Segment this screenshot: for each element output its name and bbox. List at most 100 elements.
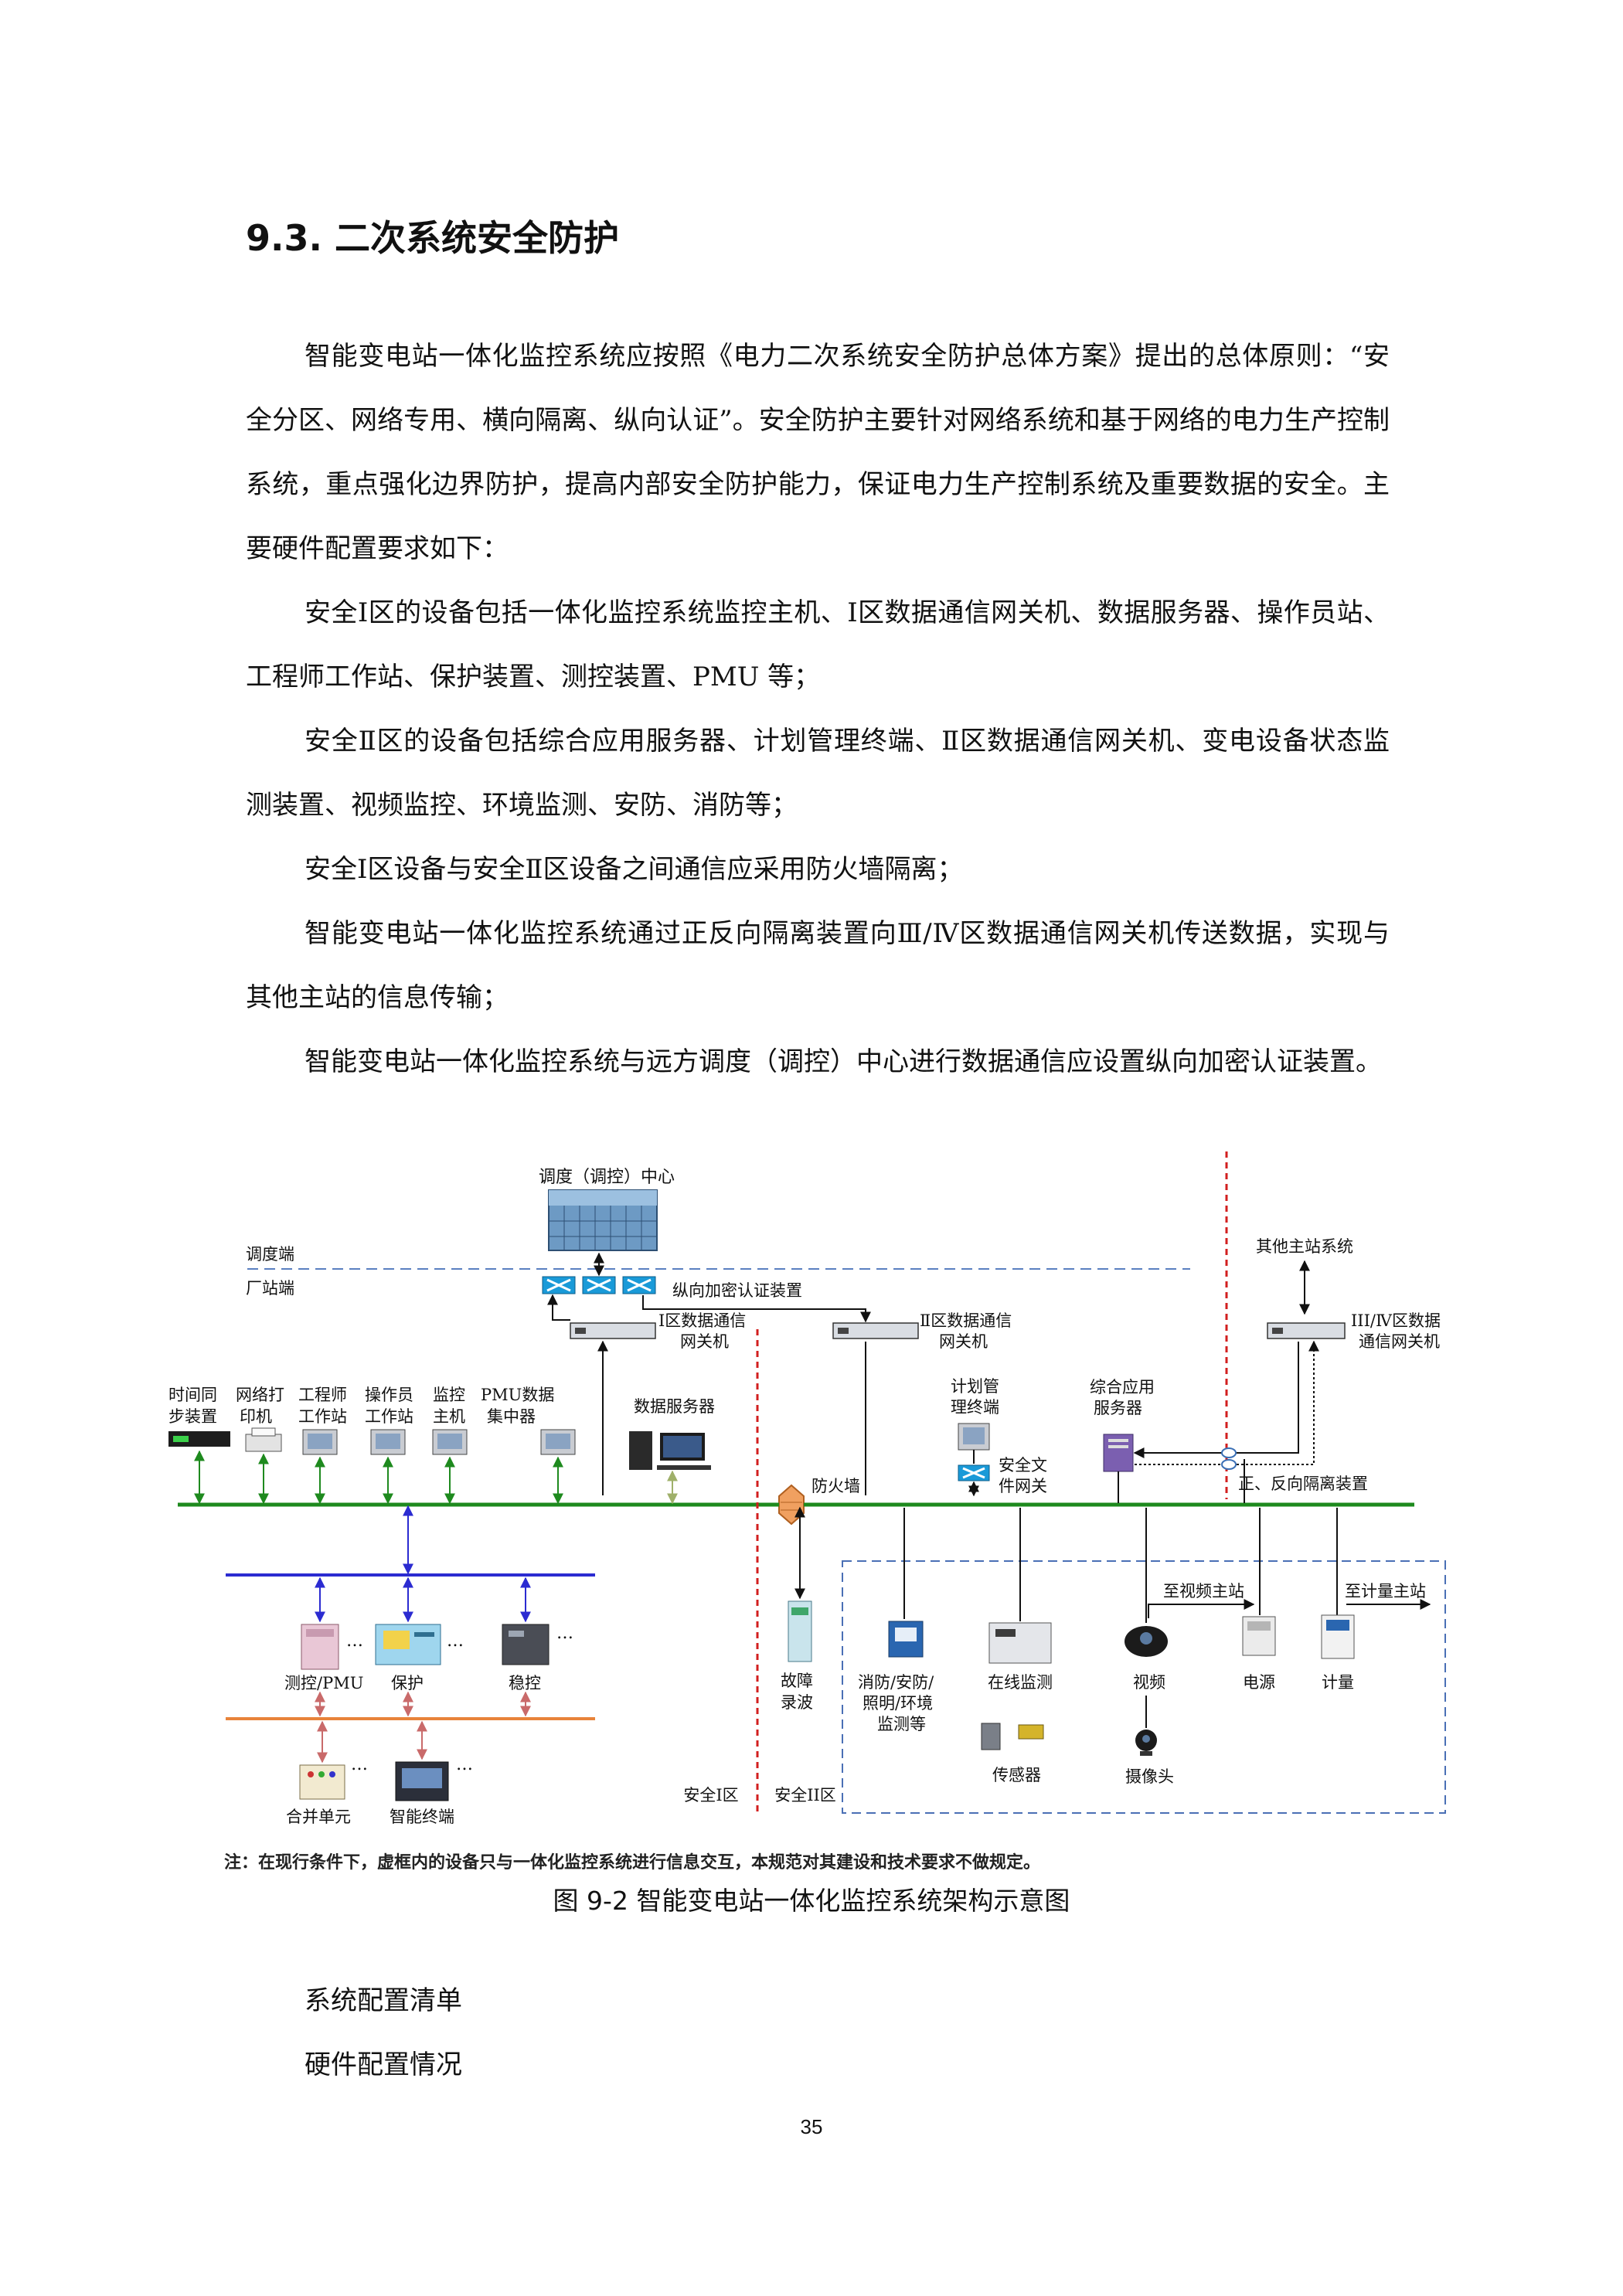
plan-terminal-label: 计划管 (951, 1377, 999, 1396)
fire-security-device-icon (888, 1621, 924, 1658)
sensor-label: 传感器 (992, 1766, 1041, 1784)
monitor-host-label-2: 主机 (433, 1407, 465, 1426)
power-label: 电源 (1243, 1673, 1275, 1692)
operator-workstation-label: 操作员 (365, 1386, 413, 1404)
operator-workstation-label-2: 工作站 (365, 1407, 413, 1426)
list-items: 系统配置清单 硬件配置情况 (305, 1969, 462, 2097)
zone2-label: 安全II区 (774, 1786, 836, 1804)
to-video-link (1148, 1599, 1255, 1618)
power-device-icon (1242, 1616, 1276, 1656)
merging-unit-icon (299, 1764, 345, 1800)
measure-control-label: 测控/PMU (284, 1674, 363, 1692)
fire-security-label-3: 监测等 (877, 1715, 926, 1733)
vertical-encryption-label: 纵向加密认证装置 (672, 1281, 802, 1300)
ellipsis: … (351, 1755, 368, 1774)
safe-file-gateway-label-2: 件网关 (999, 1477, 1047, 1495)
ellipsis: … (346, 1631, 363, 1651)
pmu-concentrator-label-2: 集中器 (487, 1407, 536, 1426)
fault-recorder-label: 故障 (781, 1672, 813, 1690)
protection-device-icon (375, 1624, 441, 1665)
list-item: 系统配置清单 (305, 1985, 462, 2016)
fire-security-label-2: 照明/环境 (863, 1694, 933, 1713)
station-side-label: 厂站端 (246, 1279, 294, 1298)
paragraph: 智能变电站一体化监控系统应按照《电力二次系统安全防护总体方案》提出的总体原则：“… (246, 341, 1390, 564)
zone1-label: 安全Ⅰ区 (683, 1786, 738, 1804)
ellipsis: … (447, 1631, 464, 1651)
encryption-device-icon (582, 1276, 616, 1294)
figure-caption: 图 9-2 智能变电站一体化监控系统架构示意图 (553, 1886, 1070, 1916)
stability-control-label: 稳控 (509, 1674, 541, 1692)
engineer-workstation-icon (302, 1429, 338, 1455)
safe-file-gateway-icon (958, 1464, 990, 1481)
smart-terminal-icon (395, 1761, 449, 1801)
to-video-label: 至视频主站 (1163, 1582, 1244, 1600)
time-sync-label: 时间同 (168, 1386, 217, 1404)
zone34-gateway-label-2: 通信网关机 (1359, 1332, 1440, 1351)
metering-label: 计量 (1322, 1673, 1354, 1692)
monitor-host-icon (432, 1429, 468, 1455)
pmu-concentrator-icon (540, 1429, 576, 1455)
printer-label-2: 印机 (240, 1407, 272, 1426)
meter-device-icon (1321, 1614, 1355, 1659)
zone2-gateway-icon (832, 1322, 919, 1339)
encryption-device-icon (542, 1276, 576, 1294)
other-master-label: 其他主站系统 (1256, 1237, 1353, 1256)
zone1-gateway-label-2: 网关机 (680, 1332, 729, 1351)
encryption-device-icon (622, 1276, 656, 1294)
isolation-device-icon (1221, 1447, 1237, 1470)
data-server-label: 数据服务器 (634, 1397, 715, 1416)
fault-recorder-icon (788, 1600, 812, 1662)
fire-security-label: 消防/安防/ (858, 1673, 934, 1692)
stability-control-device-icon (502, 1624, 550, 1665)
zone34-gateway-label: III/Ⅳ区数据 (1351, 1311, 1441, 1330)
camera-label: 摄像头 (1125, 1767, 1174, 1786)
list-item: 硬件配置情况 (305, 2049, 462, 2080)
monitor-host-label: 监控 (433, 1386, 465, 1404)
operator-workstation-icon (370, 1429, 406, 1455)
section-heading: 9.3. 二次系统安全防护 (246, 217, 619, 259)
plan-terminal-icon (958, 1423, 990, 1451)
fault-recorder-label-2: 录波 (781, 1693, 813, 1712)
paragraph: 智能变电站一体化监控系统与远方调度（调控）中心进行数据通信应设置纵向加密认证装置… (305, 1046, 1382, 1077)
paragraph: 智能变电站一体化监控系统通过正反向隔离装置向Ⅲ/Ⅳ区数据通信网关机传送数据，实现… (246, 918, 1390, 1013)
dispatch-center-building-icon (548, 1189, 658, 1251)
time-sync-device-icon (168, 1431, 230, 1447)
paragraph: 安全Ⅰ区的设备包括一体化监控系统监控主机、Ⅰ区数据通信网关机、数据服务器、操作员… (246, 597, 1390, 692)
zone1-gateway-icon (570, 1322, 656, 1339)
figure-note: 注：在现行条件下，虚框内的设备只与一体化监控系统进行信息交互，本规范对其建设和技… (224, 1853, 1041, 1873)
page-number: 35 (800, 2115, 823, 2138)
paragraph: 安全Ⅱ区的设备包括综合应用服务器、计划管理终端、Ⅱ区数据通信网关机、变电设备状态… (246, 726, 1390, 821)
pmu-concentrator-label: PMU数据 (481, 1386, 554, 1404)
plan-terminal-label-2: 理终端 (951, 1398, 999, 1417)
zone1-gateway-label: Ⅰ区数据通信 (658, 1311, 746, 1330)
app-server-label-2: 服务器 (1094, 1399, 1142, 1417)
zone2-gateway-label-2: 网关机 (939, 1332, 988, 1351)
ellipsis: … (456, 1755, 473, 1774)
data-server-icon (629, 1431, 711, 1470)
zone2-gateway-encryption-link (642, 1295, 871, 1323)
firewall-label: 防火墙 (812, 1477, 860, 1495)
external-devices-box (842, 1560, 1446, 1814)
app-server-icon (1103, 1434, 1134, 1472)
online-monitor-label: 在线监测 (988, 1673, 1053, 1692)
online-monitor-device-icon (988, 1622, 1052, 1664)
ellipsis: … (556, 1624, 573, 1643)
sensor-icon (981, 1723, 1044, 1750)
zone34-gateway-icon (1267, 1322, 1346, 1339)
zone2-gateway-label: Ⅱ区数据通信 (920, 1311, 1012, 1330)
protection-label: 保护 (391, 1674, 424, 1692)
paragraph: 安全Ⅰ区设备与安全Ⅱ区设备之间通信应采用防火墙隔离； (305, 854, 964, 885)
dispatch-center-label: 调度（调控）中心 (539, 1168, 675, 1187)
video-label: 视频 (1133, 1673, 1165, 1692)
architecture-diagram: 调度（调控）中心 调度端 厂站端 纵向加密认证装置 (162, 1151, 1461, 1862)
app-server-label: 综合应用 (1090, 1378, 1155, 1396)
video-device-icon (1125, 1626, 1168, 1657)
safe-file-gateway-label: 安全文 (999, 1456, 1047, 1475)
body-text: 智能变电站一体化监控系统应按照《电力二次系统安全防护总体方案》提出的总体原则：“… (246, 325, 1390, 1094)
gateway-to-encryption-link (547, 1294, 570, 1321)
isolation-link-lower (1135, 1340, 1319, 1465)
isolation-label: 正、反向隔离装置 (1238, 1475, 1368, 1493)
time-sync-label-2: 步装置 (168, 1407, 217, 1426)
smart-terminal-label: 智能终端 (390, 1808, 454, 1826)
